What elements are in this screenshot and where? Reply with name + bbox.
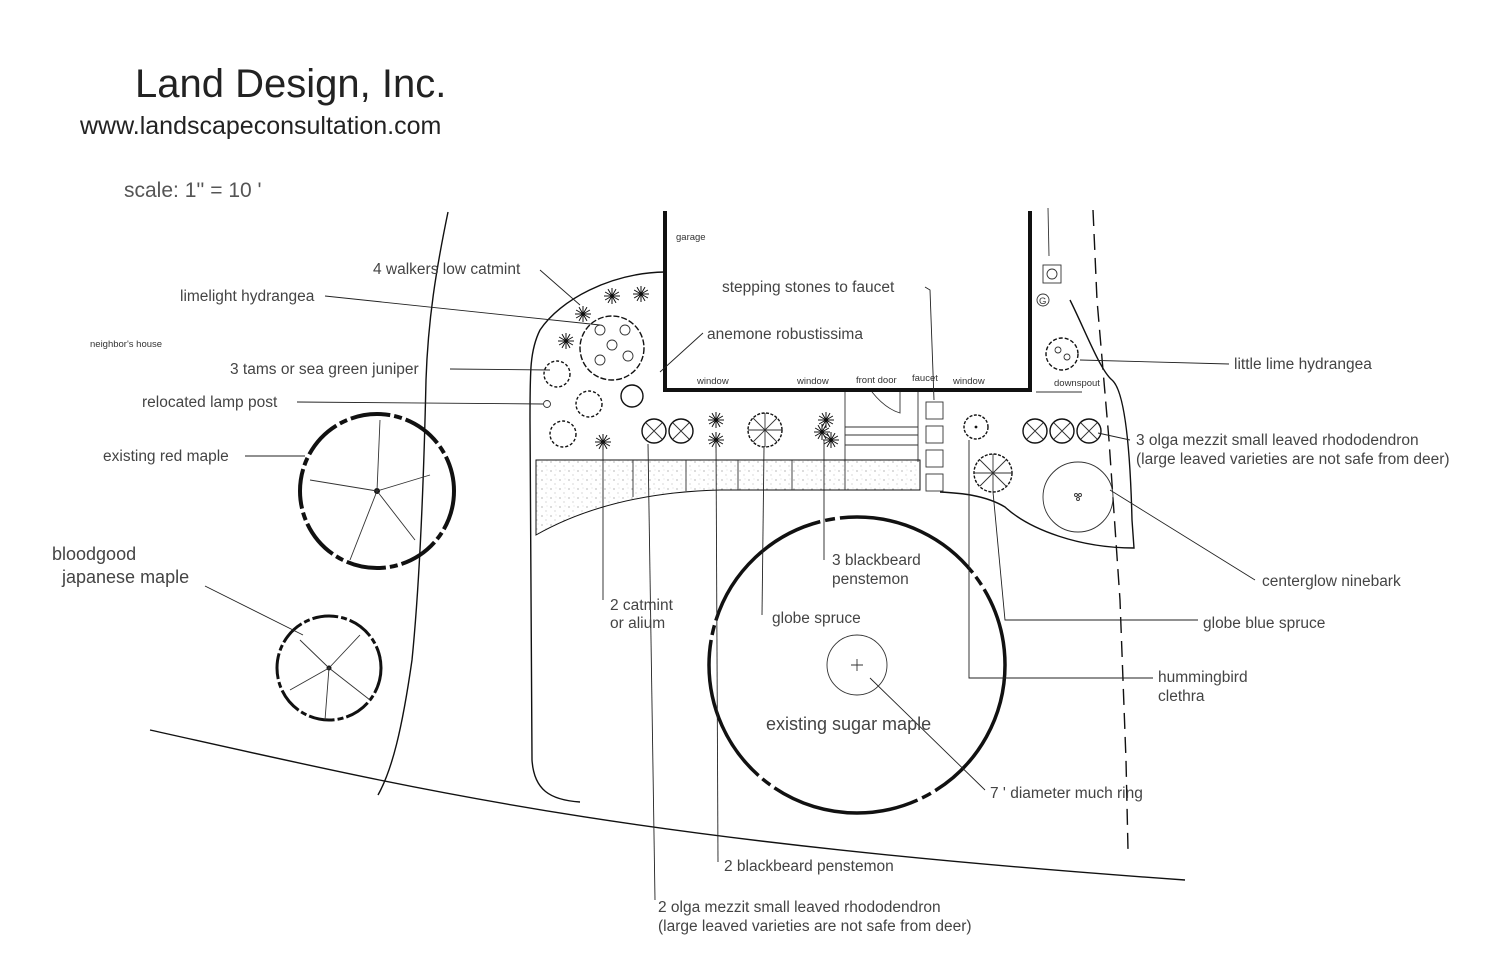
globe-blue-spruce	[973, 453, 1013, 493]
starburst-plant	[558, 333, 574, 349]
right-bed-outline	[939, 299, 1135, 549]
window-label-1: window	[696, 376, 729, 387]
label-hummingbird-2: clethra	[1158, 688, 1205, 705]
company-url[interactable]: www.landscapeconsultation.com	[79, 112, 441, 140]
starburst-plant	[814, 424, 830, 440]
label-catmint-2-2: or alium	[610, 615, 665, 632]
svg-text:G: G	[1039, 296, 1046, 307]
label-red-maple: existing red maple	[103, 448, 229, 465]
neighbors-house-label: neighbor's house	[90, 339, 162, 350]
limelight-hydrangea	[579, 315, 645, 381]
meter-box	[1042, 264, 1062, 284]
label-japanese-maple-1: bloodgood	[52, 544, 136, 564]
starburst-plant	[823, 432, 839, 448]
existing-sugar-maple	[707, 515, 1007, 815]
label-stepping-stones: stepping stones to faucet	[722, 279, 895, 296]
label-olga-right-1: 3 olga mezzit small leaved rhododendron	[1136, 432, 1419, 449]
label-blackbeard-3-1: 3 blackbeard	[832, 552, 921, 569]
starburst-plant	[595, 434, 611, 450]
label-globe-blue-spruce: globe blue spruce	[1203, 615, 1325, 632]
lamp-post-icon	[543, 400, 551, 408]
door-swing	[871, 391, 901, 414]
driveway-bed-left	[529, 271, 666, 803]
label-lamp-post: relocated lamp post	[142, 394, 278, 411]
label-little-lime: little lime hydrangea	[1234, 356, 1372, 373]
label-walkers-low-catmint: 4 walkers low catmint	[373, 261, 521, 278]
label-sugar-maple: existing sugar maple	[766, 714, 931, 734]
olga-rhododendron-left	[641, 418, 694, 444]
company-title: Land Design, Inc.	[135, 62, 446, 106]
label-olga-bottom-2: (large leaved varieties are not safe fro…	[658, 918, 972, 935]
gas-meter-icon	[1036, 293, 1050, 307]
centerglow-ninebark	[1042, 461, 1114, 533]
bloodgood-japanese-maple	[275, 614, 383, 722]
starburst-plant	[604, 288, 620, 304]
label-globe-spruce: globe spruce	[772, 610, 861, 627]
starburst-plant	[633, 286, 649, 302]
garage-label: garage	[676, 232, 706, 243]
front-walkway	[535, 459, 921, 536]
label-catmint-2-1: 2 catmint	[610, 597, 674, 614]
globe-spruce	[747, 412, 783, 448]
street-edge	[149, 729, 1186, 881]
window-label-3: window	[952, 376, 985, 387]
label-olga-bottom-1: 2 olga mezzit small leaved rhododendron	[658, 899, 941, 916]
label-limelight-hydrangea: limelight hydrangea	[180, 288, 315, 305]
downspout-label: downspout	[1054, 378, 1100, 389]
starburst-plant	[575, 306, 591, 322]
stepping-stones	[925, 401, 944, 492]
label-blackbeard-2: 2 blackbeard penstemon	[724, 858, 894, 875]
label-tams-juniper: 3 tams or sea green juniper	[230, 361, 419, 378]
juniper-group	[543, 360, 603, 448]
property-line-dashed	[1092, 209, 1129, 851]
anemone-plant	[620, 384, 644, 408]
label-blackbeard-3-2: penstemon	[832, 571, 909, 588]
house-outline	[663, 211, 1032, 392]
catmint-penstemon-plants	[558, 286, 839, 450]
olga-rhododendron-right	[1022, 418, 1102, 444]
label-japanese-maple-2: japanese maple	[61, 567, 189, 587]
starburst-plant	[708, 412, 724, 428]
existing-red-maple	[298, 412, 456, 570]
window-label-2: window	[796, 376, 829, 387]
walkway-joints	[632, 460, 846, 497]
label-olga-right-2: (large leaved varieties are not safe fro…	[1136, 451, 1450, 468]
house-edge	[1047, 207, 1050, 257]
starburst-plant	[818, 412, 834, 428]
neighbor-property-line	[377, 211, 449, 796]
label-mulch-ring: 7 ' diameter much ring	[990, 785, 1143, 802]
leader-lines	[204, 269, 1256, 901]
label-centerglow: centerglow ninebark	[1262, 573, 1401, 590]
mulch-ring	[826, 634, 888, 696]
entry-steps	[845, 426, 918, 446]
faucet-label: faucet	[912, 373, 938, 384]
label-anemone: anemone robustissima	[707, 326, 863, 343]
little-lime-hydrangea	[1045, 337, 1079, 371]
hummingbird-clethra	[963, 414, 989, 440]
front-door-label: front door	[856, 375, 897, 386]
scale-note: scale: 1'' = 10 '	[124, 179, 262, 202]
label-hummingbird-1: hummingbird	[1158, 669, 1248, 686]
